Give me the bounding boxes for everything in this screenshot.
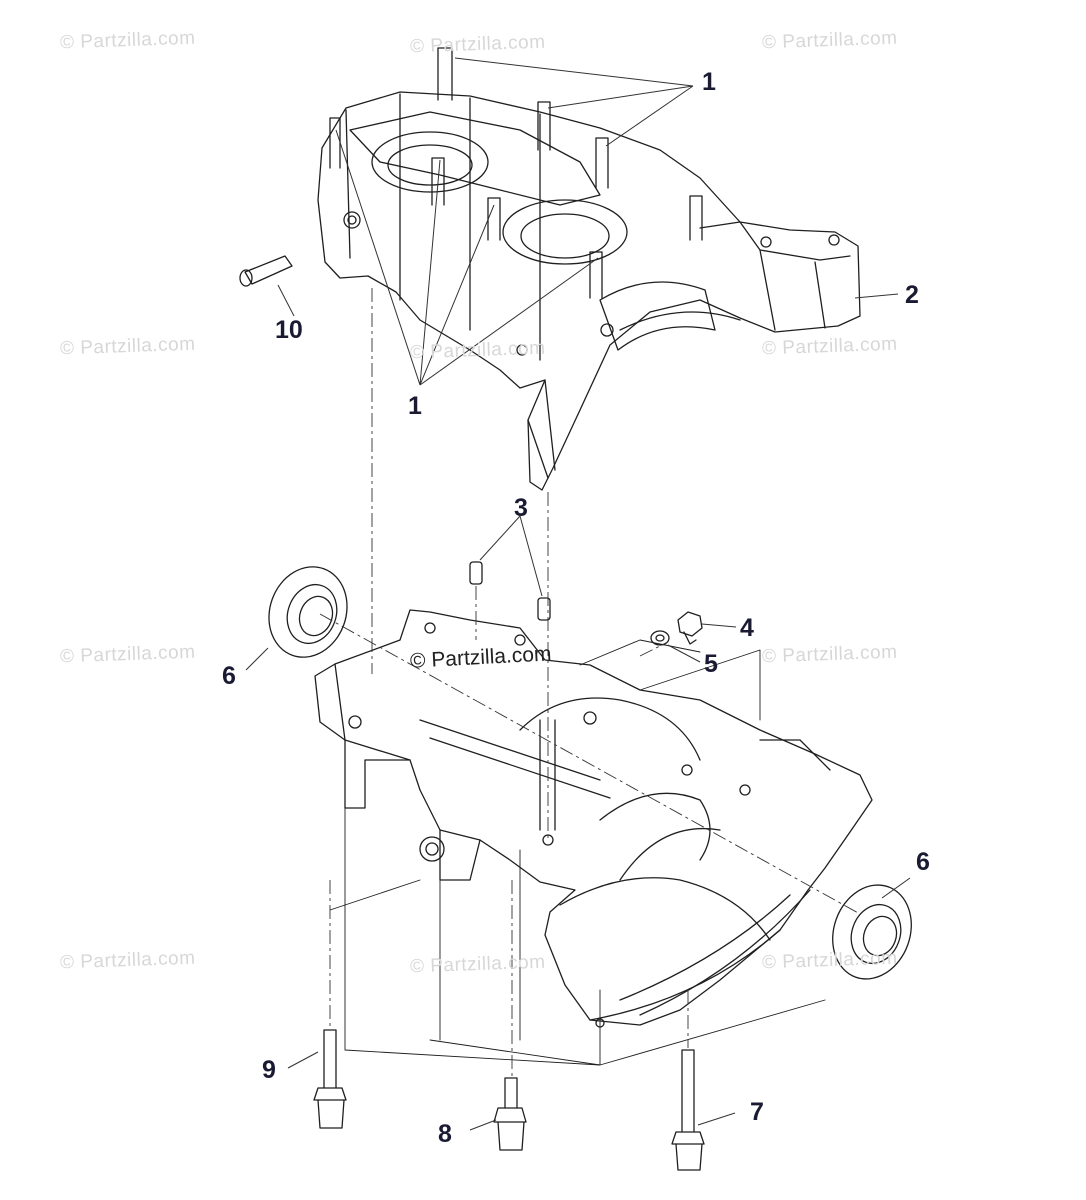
lower-crankcase (314, 609, 873, 1028)
callout-4: 4 (740, 614, 754, 642)
callout-10: 10 (275, 316, 303, 344)
callout-6-right: 6 (916, 848, 930, 876)
plug-part-10 (239, 255, 293, 287)
callout-5: 5 (704, 650, 718, 678)
callout-3: 3 (514, 494, 528, 522)
oil-seals (268, 566, 912, 980)
leader-lines (245, 57, 911, 1131)
callout-6-left: 6 (222, 662, 236, 690)
upper-crankcase (317, 91, 861, 491)
alignment-centerlines (319, 288, 861, 1076)
callout-9: 9 (262, 1056, 276, 1084)
crankcase-bolts (313, 1029, 705, 1171)
callout-8: 8 (438, 1120, 452, 1148)
assembly-guide-box (329, 639, 826, 1066)
callout-1-top: 1 (702, 68, 716, 96)
callout-1-bottom: 1 (408, 392, 422, 420)
cylinder-studs (329, 47, 703, 299)
drain-bolt-and-washer (650, 611, 703, 646)
dowel-pins (469, 561, 551, 621)
callout-2: 2 (905, 281, 919, 309)
callout-7: 7 (750, 1098, 764, 1126)
